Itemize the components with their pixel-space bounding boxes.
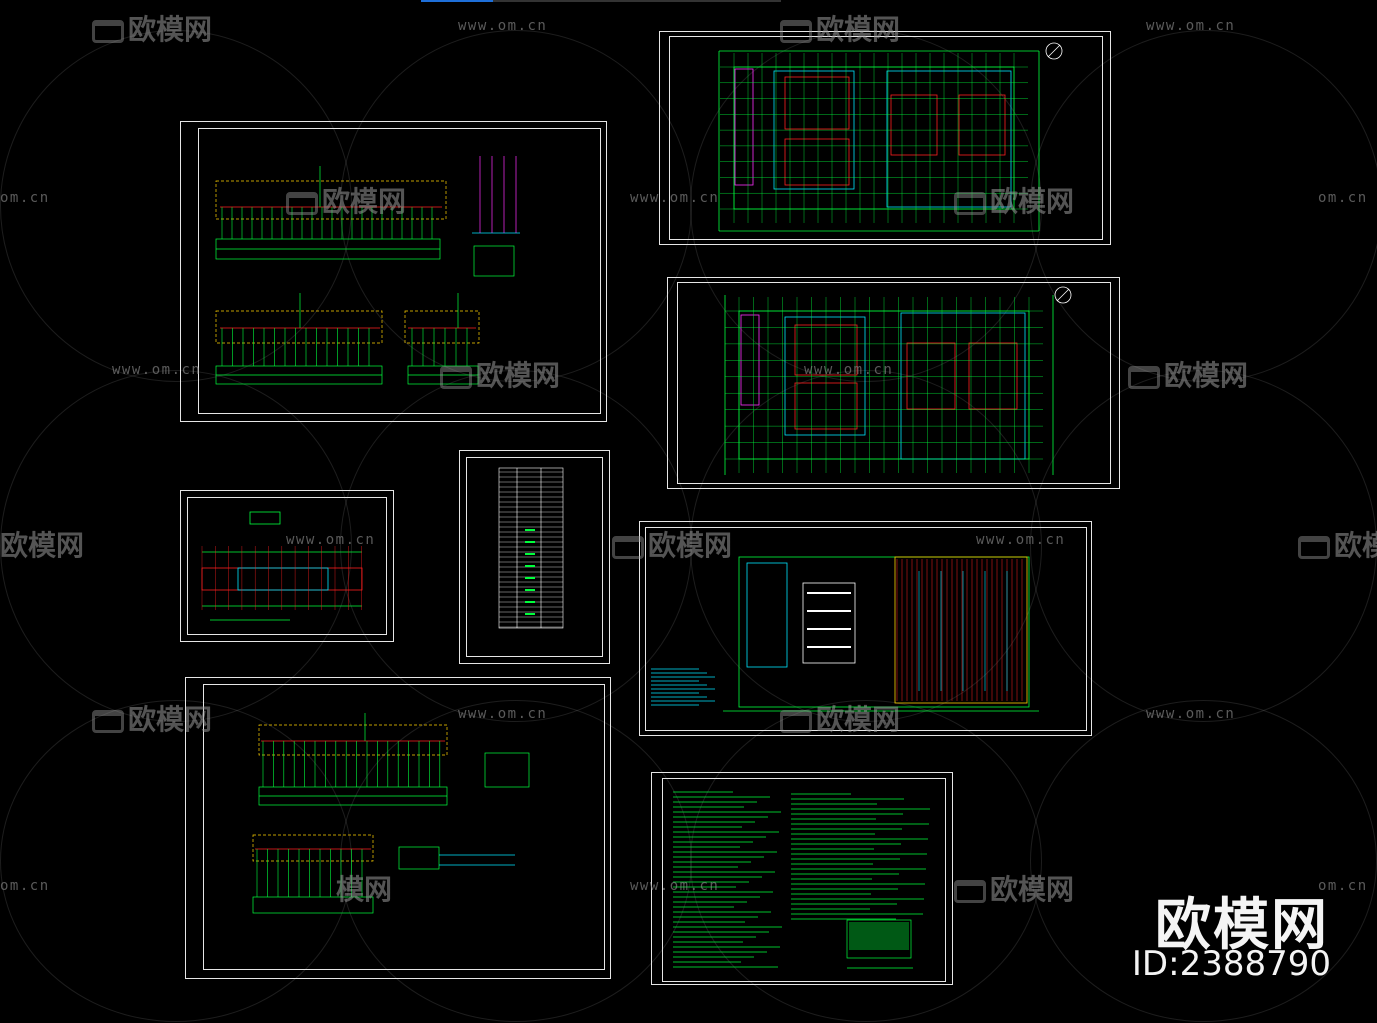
system-diagram-2-drawing	[252, 713, 530, 914]
watermark-url: www.om.cn	[458, 706, 548, 722]
watermark-logo: 欧模网	[612, 524, 732, 564]
watermark-logo: 欧模网	[954, 868, 1074, 908]
floor-plan-1-drawing	[718, 42, 1063, 232]
north-arrow-icon	[1054, 286, 1072, 304]
watermark-url: www.om.cn	[630, 878, 720, 894]
watermark-logo: 欧模网	[0, 529, 85, 562]
legend-table-drawing	[498, 467, 564, 629]
watermark-url: om.cn	[1318, 878, 1368, 894]
system-diagram-1-drawing	[215, 156, 520, 385]
loading-progress-bar	[421, 0, 781, 2]
brand-logo-text: 欧模网	[1155, 893, 1329, 958]
watermark-url: www.om.cn	[1146, 18, 1236, 34]
watermark-url: www.om.cn	[458, 18, 548, 34]
sheet-floor-plan-1[interactable]	[659, 31, 1111, 245]
sofa-logo-icon	[780, 19, 812, 43]
sofa-logo-icon	[954, 879, 986, 903]
floor-plan-2-drawing	[724, 286, 1072, 475]
sofa-logo-icon	[780, 709, 812, 733]
roof-plan-drawing	[651, 556, 1039, 712]
watermark-url: www.om.cn	[804, 362, 894, 378]
sheet-roof-plan[interactable]	[639, 521, 1092, 736]
watermark-logo: 欧模网	[440, 354, 560, 394]
watermark-logo: 欧模网	[1298, 524, 1377, 564]
watermark-logo: 欧模网	[1128, 354, 1248, 394]
sofa-logo-icon	[1298, 535, 1330, 559]
sheet-system-diagram-2[interactable]	[185, 677, 611, 979]
sofa-logo-icon	[954, 191, 986, 215]
sofa-logo-icon	[92, 709, 124, 733]
watermark-url: www.om.cn	[286, 532, 376, 548]
sheet-system-diagram-1[interactable]	[180, 121, 607, 422]
small-plan-drawing	[201, 511, 363, 621]
watermark-logo: 欧模网	[954, 180, 1074, 220]
watermark-logo: 模网	[336, 873, 393, 906]
north-arrow-icon	[1045, 42, 1063, 60]
watermark-url: www.om.cn	[976, 532, 1066, 548]
watermark-logo: 欧模网	[92, 698, 212, 738]
watermark-logo: 欧模网	[92, 8, 212, 48]
sofa-logo-icon	[612, 535, 644, 559]
watermark-logo: 欧模网	[780, 698, 900, 738]
design-notes-drawing	[673, 791, 930, 969]
brand-id-label: ID:2388790	[1131, 944, 1331, 984]
loading-progress-fill	[421, 0, 493, 2]
watermark-url: www.om.cn	[1146, 706, 1236, 722]
watermark-url: www.om.cn	[112, 362, 202, 378]
sofa-logo-icon	[286, 191, 318, 215]
sofa-logo-icon	[440, 365, 472, 389]
watermark-url: om.cn	[0, 190, 50, 206]
watermark-url: www.om.cn	[630, 190, 720, 206]
sheet-floor-plan-2[interactable]	[667, 277, 1120, 489]
watermark-logo: 欧模网	[286, 180, 406, 220]
watermark-url: om.cn	[0, 878, 50, 894]
sheet-legend-table[interactable]	[459, 450, 610, 664]
sofa-logo-icon	[1128, 365, 1160, 389]
watermark-logo: 欧模网	[780, 8, 900, 48]
sheet-design-notes[interactable]	[651, 772, 953, 985]
watermark-url: om.cn	[1318, 190, 1368, 206]
sheet-small-plan[interactable]	[180, 490, 394, 642]
sofa-logo-icon	[92, 19, 124, 43]
